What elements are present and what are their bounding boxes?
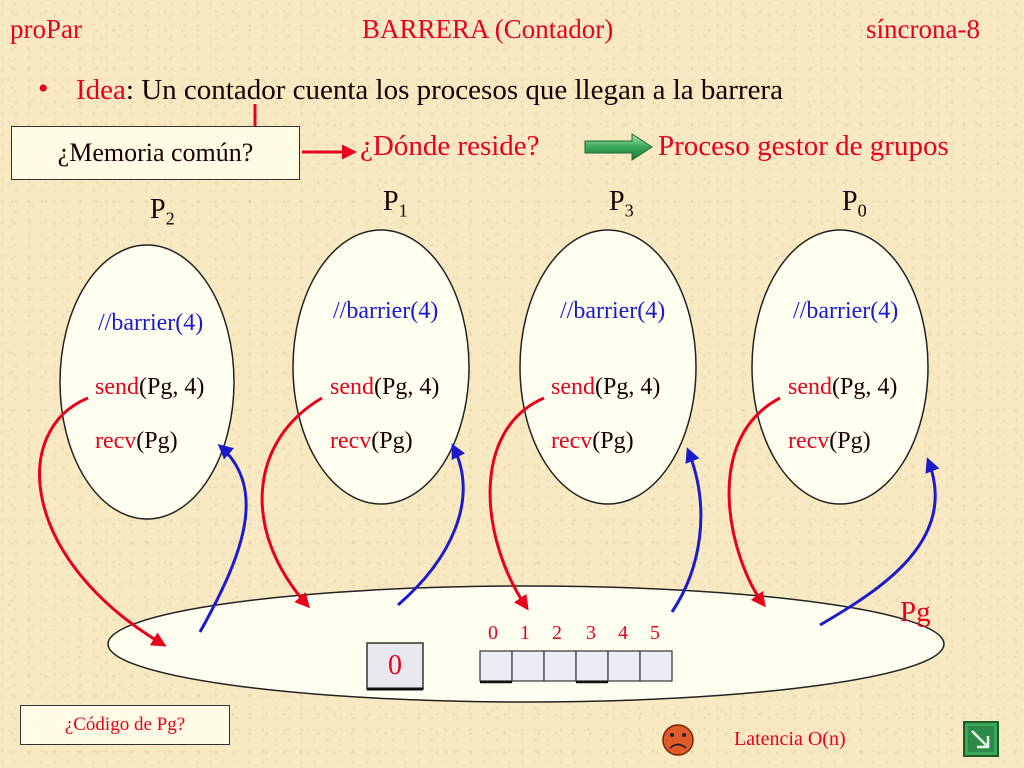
memory-common-box: ¿Memoria común? [11, 126, 300, 180]
recv-call: recv(Pg) [95, 428, 178, 454]
recv-call: recv(Pg) [330, 428, 413, 454]
recv-arrow-p0 [819, 457, 940, 627]
green-arrow-icon [584, 133, 653, 161]
recv-arrow-p2 [198, 444, 248, 633]
process-p0-ellipse [751, 229, 929, 505]
send-arrow-p3 [488, 396, 545, 611]
array-index: 2 [552, 622, 562, 644]
process-label-p0: P0 [842, 186, 867, 221]
process-label-p2: P2 [150, 194, 175, 229]
header-left: proPar [10, 14, 82, 44]
recv-arrow-p3 [670, 447, 703, 613]
array-cell [543, 650, 577, 682]
array-cell [607, 650, 641, 682]
array-index: 0 [488, 622, 498, 644]
send-arrow-p2 [38, 396, 167, 647]
process-label-p3: P3 [609, 186, 634, 221]
array-cell [639, 650, 673, 682]
header-right: síncrona-8 [866, 14, 980, 44]
recv-arrow-p1 [397, 443, 466, 607]
bullet-marker: • [38, 72, 49, 105]
pg-ellipse [107, 585, 945, 703]
idea-text: : Un contador cuenta los procesos que ll… [125, 74, 783, 106]
barrier-comment: //barrier(4) [98, 310, 204, 336]
answer-text: Proceso gestor de grupos [658, 130, 949, 162]
array-index: 1 [520, 622, 530, 644]
array-index: 3 [586, 622, 596, 644]
latency-text: Latencia O(n) [734, 728, 846, 750]
send-arrow-p1 [260, 396, 323, 609]
array-cell [479, 650, 513, 682]
counter-box [366, 642, 424, 690]
counter-value: 0 [388, 650, 402, 681]
nav-arrows-icon[interactable] [963, 721, 999, 757]
send-call: send(Pg, 4) [330, 374, 440, 400]
process-p2-ellipse [59, 244, 235, 520]
process-p1-ellipse [292, 229, 470, 505]
send-call: send(Pg, 4) [788, 374, 898, 400]
barrier-comment: //barrier(4) [560, 298, 666, 324]
slide-title: BARRERA (Contador) [362, 14, 614, 44]
send-call: send(Pg, 4) [95, 374, 205, 400]
process-p3-ellipse [519, 229, 697, 505]
recv-call: recv(Pg) [551, 428, 634, 454]
question-text: ¿Dónde reside? [360, 130, 540, 162]
send-arrow-p0 [727, 396, 781, 608]
idea-label: Idea [76, 74, 126, 106]
array-cell [511, 650, 545, 682]
barrier-comment: //barrier(4) [793, 298, 899, 324]
bullet-text: Idea: Un contador cuenta los procesos qu… [76, 74, 783, 107]
sad-face-icon [662, 724, 694, 756]
send-call: send(Pg, 4) [551, 374, 661, 400]
process-label-p1: P1 [383, 186, 408, 221]
array-cell [575, 650, 609, 682]
barrier-comment: //barrier(4) [333, 298, 439, 324]
process-array [479, 650, 673, 684]
recv-call: recv(Pg) [788, 428, 871, 454]
pg-label: Pg [900, 596, 931, 628]
array-index: 4 [618, 622, 628, 644]
code-pg-box[interactable]: ¿Código de Pg? [20, 705, 230, 745]
array-index: 5 [650, 622, 660, 644]
